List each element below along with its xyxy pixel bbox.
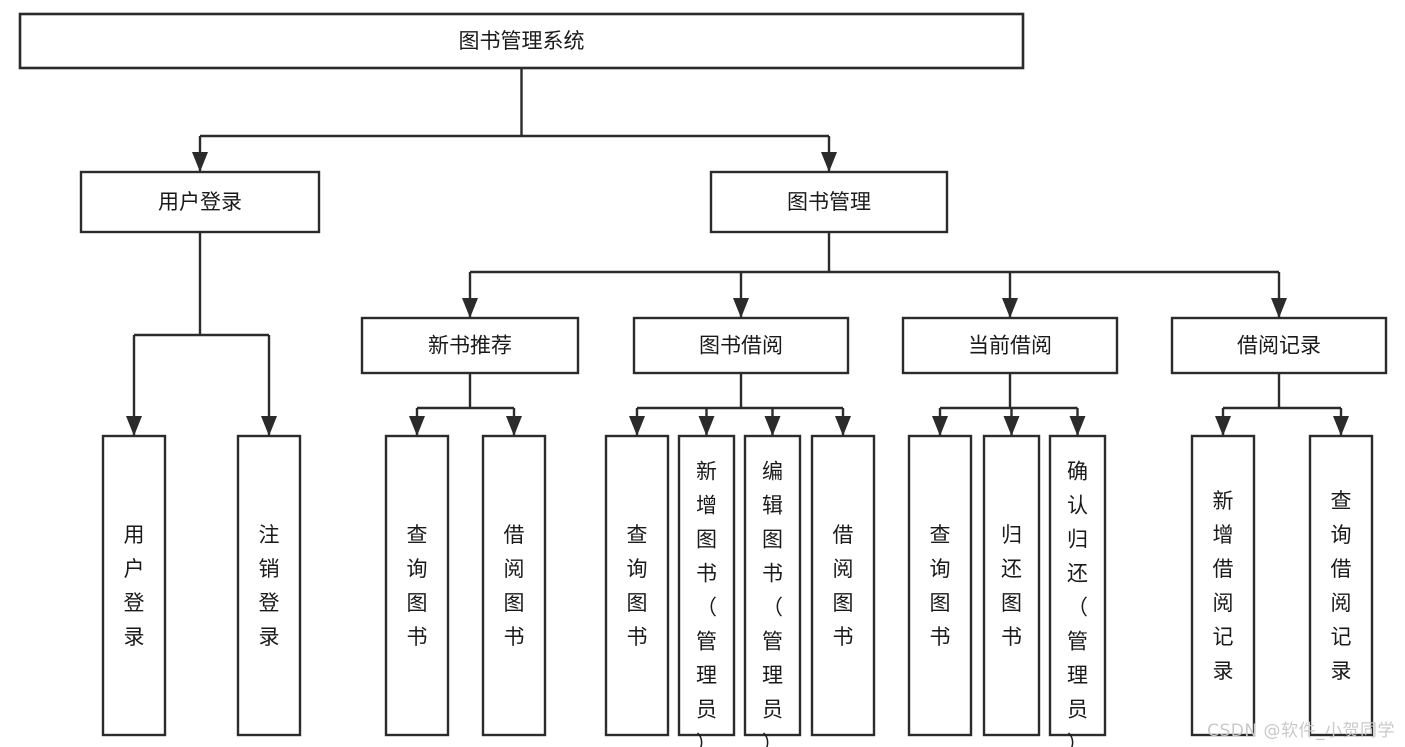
node-leaf-1-2-rect[interactable] [743,434,802,737]
node-leaf-3-1-label: 查询借阅记录 [1331,489,1352,683]
node-level2-1-label: 图书管理 [787,190,871,214]
arrow-head-root-0 [192,152,208,172]
node-level3-2[interactable]: 当前借阅 [901,316,1119,375]
arrow-head-g1-2 [764,416,781,436]
node-leaf-3-1-rect[interactable] [1308,434,1374,737]
node-level3-3[interactable]: 借阅记录 [1170,316,1388,375]
arrow-head-g2-0 [932,416,948,436]
node-leaf-1-3-rect[interactable] [810,434,876,737]
node-leaf-3-0-rect[interactable] [1190,434,1256,737]
node-level3-1[interactable]: 图书借阅 [632,316,850,375]
arrow-head-g2-2 [1069,416,1086,436]
node-level3-0-label: 新书推荐 [428,334,512,358]
node-level3-1-label: 图书借阅 [699,334,783,358]
node-level3-3-label: 借阅记录 [1237,334,1321,358]
node-leaf-2-0-rect[interactable] [907,434,973,737]
connectors-layer [126,68,1349,436]
node-level3-0-rect[interactable] [360,316,580,375]
node-leaf-user-0-label: 用户登录 [124,523,145,649]
node-level3-0[interactable]: 新书推荐 [360,316,580,375]
node-leaf-0-1-label: 借阅图书 [504,523,525,649]
node-level3-2-rect[interactable] [901,316,1119,375]
node-leaf-0-0-label: 查询图书 [407,523,428,649]
node-leaf-1-1-rect[interactable] [677,434,736,737]
node-level2-1[interactable]: 图书管理 [709,170,949,234]
arrow-head-book-3 [1271,298,1287,318]
arrow-head-g3-0 [1215,416,1231,436]
nodes-layer: 图书管理系统用户登录图书管理用户登录注销登录新书推荐查询图书借阅图书图书借阅查询… [18,12,1388,747]
node-leaf-2-2-label: 确认归还（管理员） [1067,459,1088,747]
node-root-rect[interactable] [18,12,1025,70]
arrow-head-g1-1 [698,416,715,436]
arrow-head-book-0 [462,298,478,318]
node-root-label: 图书管理系统 [459,29,585,53]
node-leaf-2-1-rect[interactable] [982,434,1041,737]
node-leaf-1-3-label: 借阅图书 [833,523,854,649]
node-leaf-user-0[interactable]: 用户登录 [101,434,167,737]
node-leaf-0-1[interactable]: 借阅图书 [481,434,547,737]
node-level3-2-label: 当前借阅 [968,334,1052,358]
node-leaf-1-0-rect[interactable] [604,434,670,737]
node-level2-0[interactable]: 用户登录 [79,170,321,234]
node-leaf-3-0[interactable]: 新增借阅记录 [1190,434,1256,737]
node-leaf-2-1-label: 归还图书 [1001,523,1022,649]
arrow-head-g0-1 [506,416,522,436]
node-leaf-1-0-label: 查询图书 [627,523,648,649]
node-leaf-1-1[interactable]: 新增图书（管理员） [677,434,736,747]
node-leaf-2-0-label: 查询图书 [930,523,951,649]
arrow-head-user-0 [126,416,142,436]
node-leaf-2-0[interactable]: 查询图书 [907,434,973,737]
arrow-head-user-1 [261,416,277,436]
node-level3-3-rect[interactable] [1170,316,1388,375]
node-leaf-2-2-rect[interactable] [1048,434,1107,737]
arrow-head-root-1 [821,152,837,172]
arrow-head-g1-3 [835,416,851,436]
arrow-head-book-2 [1002,298,1018,318]
node-leaf-user-1[interactable]: 注销登录 [236,434,302,737]
node-leaf-2-1[interactable]: 归还图书 [982,434,1041,737]
arrow-head-g1-0 [629,416,645,436]
node-leaf-0-0[interactable]: 查询图书 [384,434,450,737]
node-leaf-1-2-label: 编辑图书（管理员） [762,459,783,747]
node-leaf-2-2[interactable]: 确认归还（管理员） [1048,434,1107,747]
node-level2-1-rect[interactable] [709,170,949,234]
node-level2-0-rect[interactable] [79,170,321,234]
node-leaf-1-0[interactable]: 查询图书 [604,434,670,737]
arrow-head-g3-1 [1333,416,1349,436]
node-leaf-3-0-label: 新增借阅记录 [1213,489,1234,683]
node-leaf-1-3[interactable]: 借阅图书 [810,434,876,737]
node-level3-1-rect[interactable] [632,316,850,375]
node-level2-0-label: 用户登录 [158,190,242,214]
watermark-label: CSDN @软件_小贺同学 [1207,721,1395,741]
node-leaf-user-1-label: 注销登录 [259,523,280,649]
arrow-head-g0-0 [409,416,425,436]
node-leaf-1-1-label: 新增图书（管理员） [696,459,717,747]
node-leaf-0-1-rect[interactable] [481,434,547,737]
node-leaf-0-0-rect[interactable] [384,434,450,737]
node-leaf-user-1-rect[interactable] [236,434,302,737]
node-leaf-user-0-rect[interactable] [101,434,167,737]
node-root[interactable]: 图书管理系统 [18,12,1025,70]
arrow-head-book-1 [733,298,749,318]
node-leaf-3-1[interactable]: 查询借阅记录 [1308,434,1374,737]
arrow-head-g2-1 [1003,416,1020,436]
node-leaf-1-2[interactable]: 编辑图书（管理员） [743,434,802,747]
